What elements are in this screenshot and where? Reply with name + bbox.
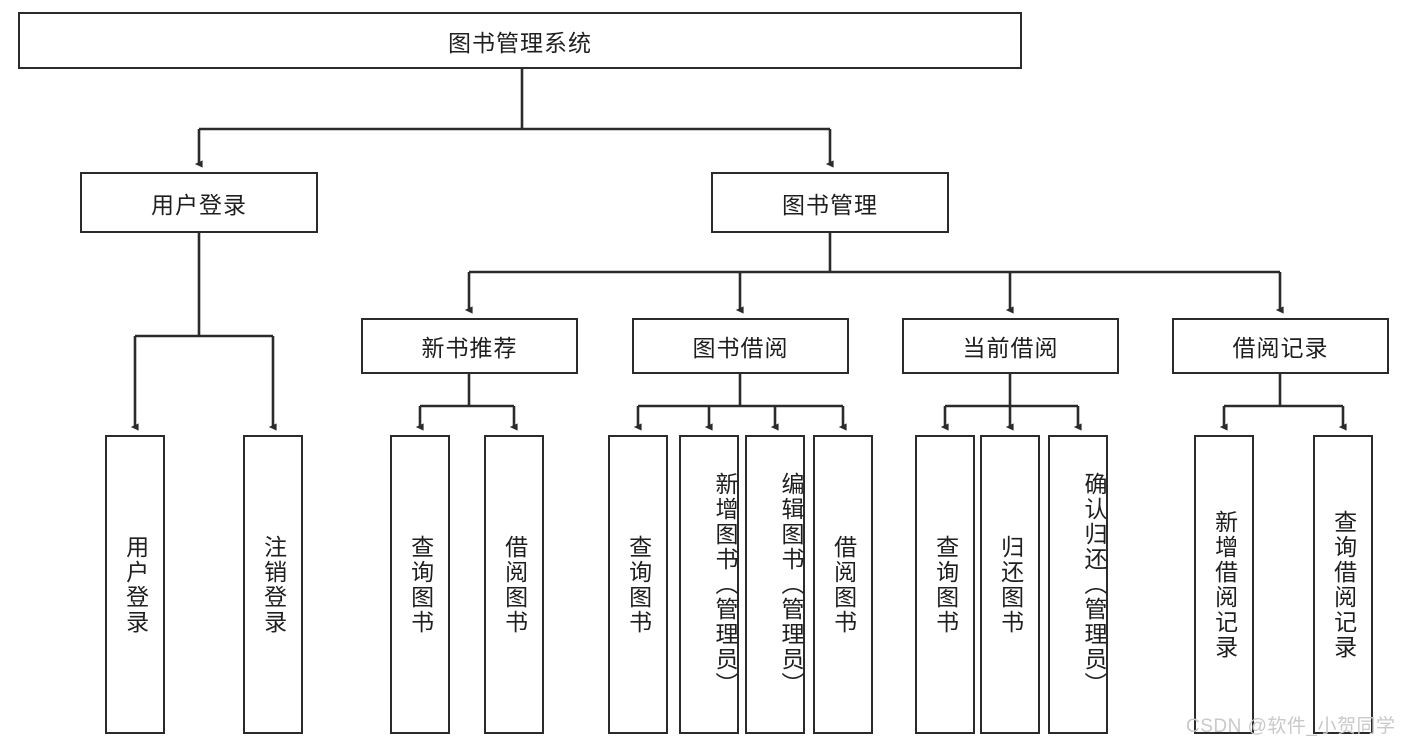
leaf-logout-login[interactable]: 注销登录 [243, 435, 303, 734]
leaf-query-book-3-label: 查询图书 [932, 534, 959, 635]
leaf-query-book-2[interactable]: 查询图书 [608, 435, 668, 734]
leaf-add-book[interactable]: 新增图书（管理员） [679, 435, 739, 734]
node-borrow-record[interactable]: 借阅记录 [1172, 318, 1389, 374]
node-user-login[interactable]: 用户登录 [80, 172, 318, 233]
leaf-user-login-label: 用户登录 [122, 534, 149, 635]
leaf-query-record[interactable]: 查询借阅记录 [1313, 435, 1373, 734]
node-root-label: 图书管理系统 [448, 29, 592, 56]
leaf-confirm-return-label: 确认归还（管理员） [1081, 472, 1107, 697]
leaf-return-book-label: 归还图书 [997, 534, 1024, 635]
leaf-query-book-1-label: 查询图书 [407, 534, 434, 635]
node-book-manage-label: 图书管理 [782, 191, 878, 218]
leaf-borrow-book-2-label: 借阅图书 [830, 534, 857, 635]
node-current-borrow-label: 当前借阅 [962, 335, 1059, 361]
leaf-confirm-return[interactable]: 确认归还（管理员） [1048, 435, 1108, 734]
leaf-borrow-book-2[interactable]: 借阅图书 [813, 435, 873, 734]
leaf-add-record[interactable]: 新增借阅记录 [1194, 435, 1254, 734]
leaf-query-record-label: 查询借阅记录 [1330, 509, 1357, 660]
csdn-watermark: CSDN @软件_小贺同学 [1186, 716, 1396, 737]
leaf-query-book-2-label: 查询图书 [625, 534, 652, 635]
node-new-book-recommend[interactable]: 新书推荐 [361, 318, 578, 374]
node-book-manage[interactable]: 图书管理 [711, 172, 949, 233]
leaf-user-login[interactable]: 用户登录 [105, 435, 165, 734]
node-current-borrow[interactable]: 当前借阅 [902, 318, 1119, 374]
leaf-borrow-book-1-label: 借阅图书 [501, 534, 528, 635]
leaf-query-book-3[interactable]: 查询图书 [915, 435, 975, 734]
leaf-borrow-book-1[interactable]: 借阅图书 [484, 435, 544, 734]
leaf-logout-login-label: 注销登录 [260, 534, 287, 635]
node-book-borrow[interactable]: 图书借阅 [632, 318, 849, 374]
node-book-borrow-label: 图书借阅 [692, 335, 789, 361]
node-borrow-record-label: 借阅记录 [1232, 335, 1329, 361]
node-root[interactable]: 图书管理系统 [18, 12, 1022, 69]
leaf-add-record-label: 新增借阅记录 [1211, 509, 1238, 660]
leaf-edit-book-label: 编辑图书（管理员） [778, 472, 804, 697]
leaf-return-book[interactable]: 归还图书 [980, 435, 1040, 734]
node-user-login-label: 用户登录 [151, 191, 247, 218]
leaf-edit-book[interactable]: 编辑图书（管理员） [745, 435, 805, 734]
node-new-book-recommend-label: 新书推荐 [421, 335, 518, 361]
leaf-query-book-1[interactable]: 查询图书 [390, 435, 450, 734]
leaf-add-book-label: 新增图书（管理员） [712, 472, 738, 697]
